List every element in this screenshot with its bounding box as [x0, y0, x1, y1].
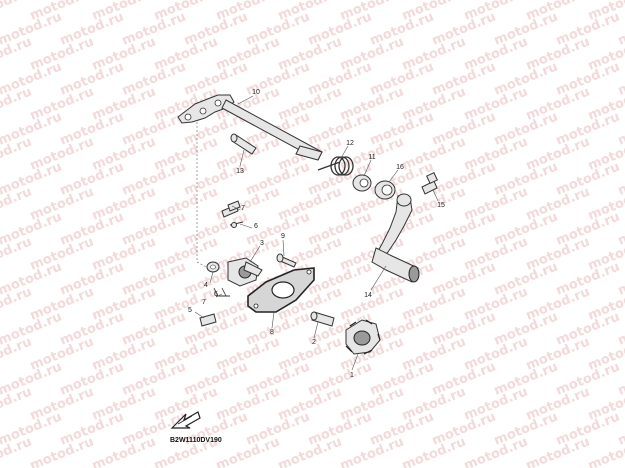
shift-shaft-part-10	[177, 94, 323, 161]
ring-part-4	[206, 261, 220, 273]
spring-part-12	[317, 156, 354, 176]
drum-segment-part-1	[345, 319, 381, 355]
pawl-part-7	[221, 200, 241, 218]
diagram-code: B2W1110DV190	[170, 437, 222, 444]
callout-8: 8	[270, 329, 274, 336]
bushing-part-16	[374, 180, 396, 200]
leader-lines	[194, 95, 439, 371]
shift-pedal-part-14	[371, 193, 420, 283]
pin-part-13	[230, 133, 257, 155]
callout-6: 6	[254, 223, 258, 230]
callout-6b: 6	[214, 291, 218, 298]
callout-13: 13	[236, 168, 244, 175]
spring-part-5	[199, 313, 217, 327]
shaft-part-2	[310, 311, 335, 327]
callout-14: 14	[364, 292, 372, 299]
callout-10: 10	[252, 89, 260, 96]
gasket-part-8	[247, 267, 315, 313]
callout-12: 12	[346, 140, 354, 147]
alignment-line	[196, 118, 213, 271]
callout-16: 16	[396, 164, 404, 171]
bolt-part-15	[421, 172, 438, 195]
front-arrow-icon	[170, 411, 201, 429]
callout-5: 5	[188, 307, 192, 314]
callout-7: 7	[241, 205, 245, 212]
callout-1: 1	[350, 372, 354, 379]
collar-part-11	[352, 174, 372, 192]
callout-15: 15	[437, 202, 445, 209]
callout-2: 2	[312, 339, 316, 346]
callout-7b: 7	[202, 299, 206, 306]
callout-9: 9	[281, 233, 285, 240]
callout-3: 3	[260, 240, 264, 247]
callout-11: 11	[368, 154, 375, 161]
spring-part-6	[213, 221, 244, 297]
shift-guide-part-3	[227, 257, 263, 287]
screw-part-9	[276, 253, 297, 268]
callout-4: 4	[204, 282, 208, 289]
